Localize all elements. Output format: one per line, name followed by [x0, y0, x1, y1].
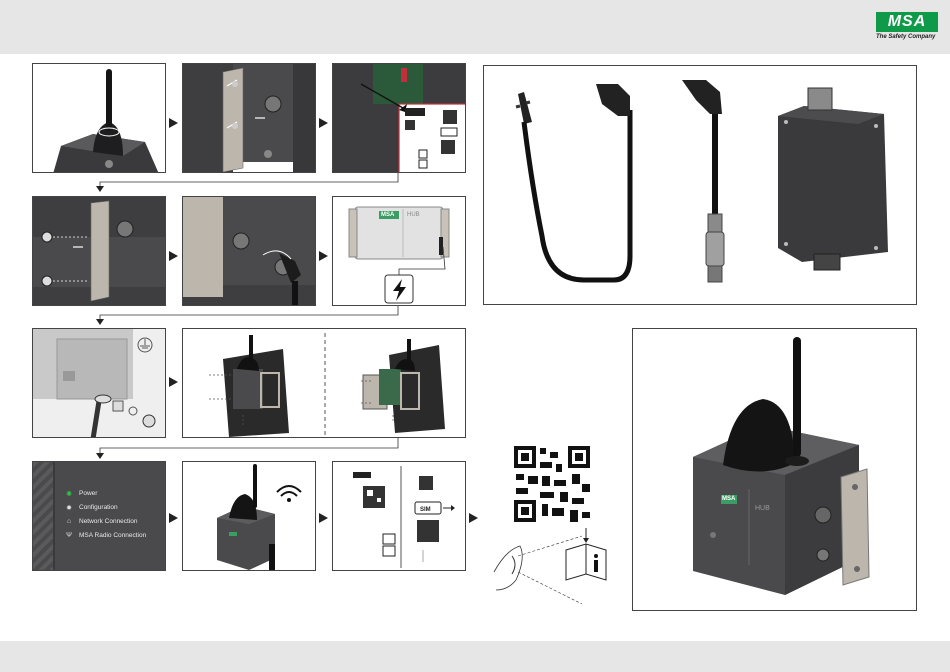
step-1-attach-antenna	[32, 63, 166, 173]
sun-icon: ✺	[63, 488, 75, 500]
device-label: HUB	[407, 212, 420, 218]
step-9-led-status: ✺ Power ✹ Configuration ⌂ Network Connec…	[32, 461, 166, 571]
sim-slot-illustration	[333, 64, 466, 173]
logo-tagline: The Safety Company	[876, 34, 940, 40]
step-2-remove-bracket	[182, 63, 316, 173]
antenna-hub-illustration	[33, 64, 166, 173]
flow-arrow	[319, 251, 328, 261]
bracket-mount-illustration	[33, 197, 166, 306]
step-5-connect-cable	[182, 196, 316, 306]
footer-band	[0, 641, 950, 672]
led-legend-item: ✺ Power	[63, 487, 146, 500]
flow-arrow	[319, 118, 328, 128]
qr-code-illustration	[486, 440, 616, 610]
step-10-wireless-connect	[182, 461, 316, 571]
device-label: HUB	[755, 505, 770, 512]
step-6-power-supply: MSA HUB	[332, 196, 466, 306]
sim-label: SIM	[420, 507, 431, 513]
cable-connect-illustration	[183, 197, 316, 306]
led-label: Power	[79, 490, 97, 497]
wall-mount-illustration	[183, 329, 466, 438]
led-legend: ✺ Power ✹ Configuration ⌂ Network Connec…	[63, 487, 146, 543]
device-badge: MSA	[722, 496, 735, 502]
accessories-panel	[483, 65, 917, 305]
gear-icon: ✹	[63, 502, 75, 514]
flow-arrow	[319, 513, 328, 523]
flow-connector	[95, 437, 405, 459]
led-label: Configuration	[79, 504, 118, 511]
step-3-insert-sim	[332, 63, 466, 173]
bracket-removal-illustration	[183, 64, 316, 173]
msa-logo: MSA The Safety Company	[876, 12, 940, 40]
flow-connector	[95, 305, 405, 325]
led-label: MSA Radio Connection	[79, 532, 146, 539]
flow-arrow	[469, 513, 478, 523]
qr-manual-block	[486, 440, 616, 610]
led-legend-item: Ψ MSA Radio Connection	[63, 529, 146, 542]
step-11-label-sim: SIM	[332, 461, 466, 571]
hub-power-illustration	[333, 197, 466, 306]
device-badge: MSA	[381, 212, 394, 218]
flow-arrow	[169, 377, 178, 387]
radio-icon: Ψ	[63, 530, 75, 542]
network-icon: ⌂	[63, 516, 75, 528]
hub-device-illustration	[633, 329, 917, 611]
accessories-illustration	[484, 66, 917, 305]
hub-overview-panel: MSA HUB	[632, 328, 917, 611]
flow-arrow	[169, 118, 178, 128]
hub-wifi-illustration	[183, 462, 316, 571]
flow-arrow	[169, 513, 178, 523]
logo-wordmark: MSA	[876, 12, 938, 32]
flow-connector	[95, 172, 405, 192]
header-band	[0, 0, 950, 54]
led-legend-item: ⌂ Network Connection	[63, 515, 146, 528]
label-card-illustration	[333, 462, 466, 571]
step-4-mount-bracket	[32, 196, 166, 306]
step-7-grounding	[32, 328, 166, 438]
grounding-illustration	[33, 329, 166, 438]
led-legend-item: ✹ Configuration	[63, 501, 146, 514]
led-label: Network Connection	[79, 518, 138, 525]
step-8-wall-mount	[182, 328, 466, 438]
flow-arrow	[169, 251, 178, 261]
